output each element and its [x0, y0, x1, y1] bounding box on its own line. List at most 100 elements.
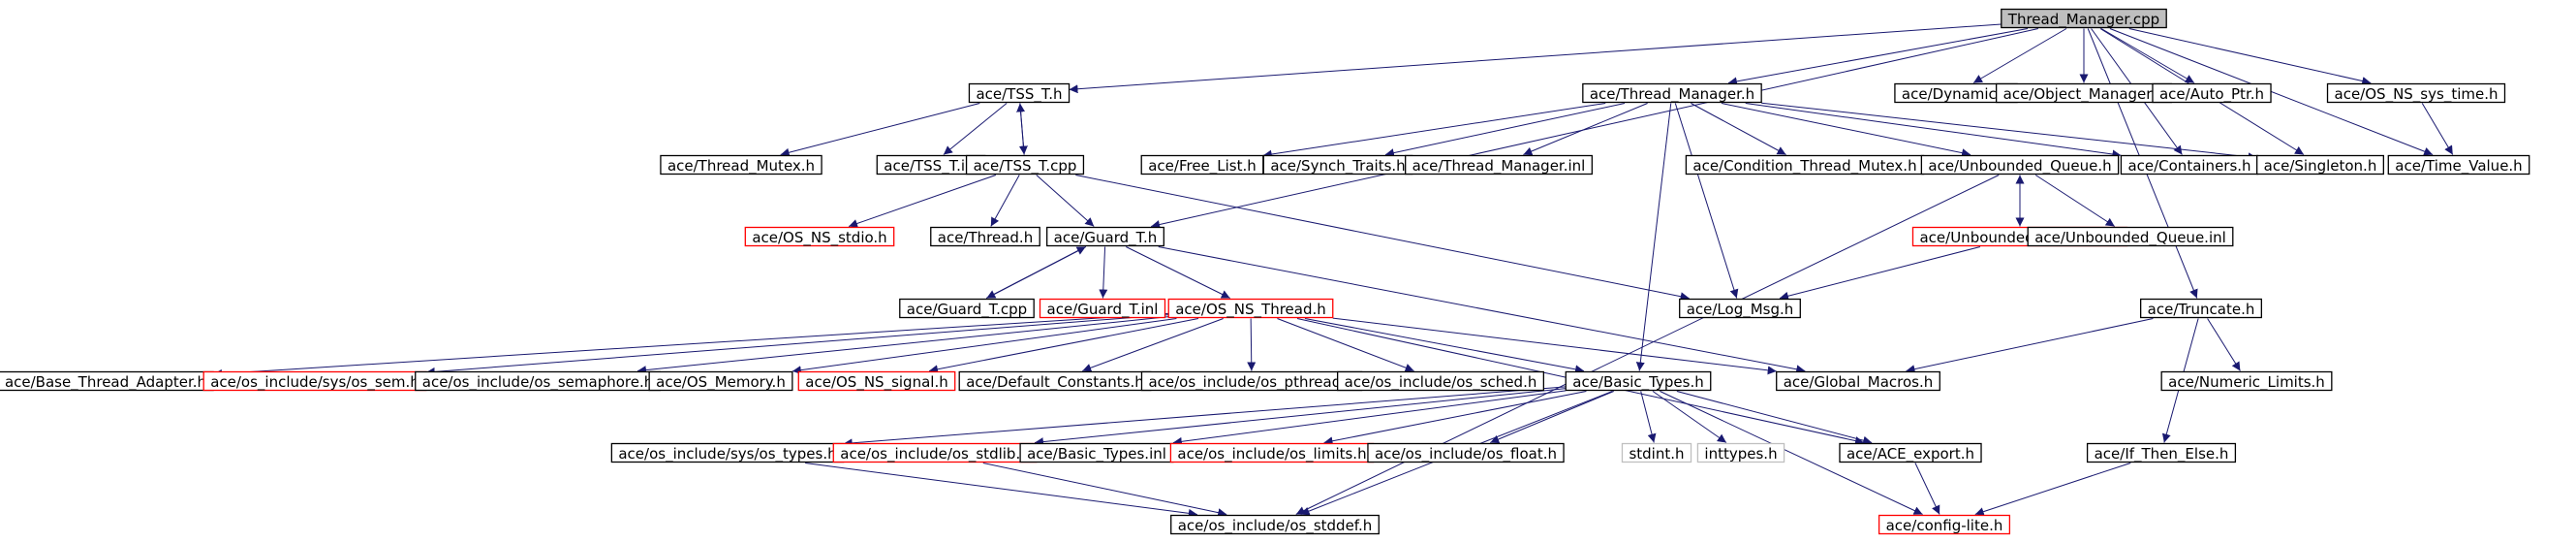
node-box — [2027, 226, 2234, 247]
node-os-memory-h[interactable]: ace/OS_Memory.h — [648, 370, 793, 393]
node-label: ace/Object_Manager.h — [2003, 85, 2165, 104]
node-thread-h[interactable]: ace/Thread.h — [930, 226, 1040, 247]
node-label: ace/ACE_export.h — [1847, 445, 1974, 463]
node-box — [2326, 82, 2506, 104]
edge-thread-manager-h-to-thread-manager-inl — [1523, 103, 1648, 156]
node-log-msg-h[interactable]: ace/Log_Msg.h — [1679, 298, 1801, 320]
node-os-ns-stdio-h[interactable]: ace/OS_NS_stdio.h — [744, 226, 895, 248]
edge-root-to-guard-t-h — [1151, 28, 2038, 229]
node-synch-traits-h[interactable]: ace/Synch_Traits.h — [1262, 154, 1413, 176]
node-if-then-else-h[interactable]: ace/If_Then_Else.h — [2086, 442, 2237, 464]
node-os-pthread-h[interactable]: ace/os_include/os_pthread.h — [1140, 370, 1363, 393]
node-guard-t-cpp[interactable]: ace/Guard_T.cpp — [899, 298, 1035, 320]
node-guard-t-h[interactable]: ace/Guard_T.h — [1046, 226, 1164, 248]
node-label: ace/TSS_T.inl — [884, 157, 978, 176]
edge-os-ns-thread-h-to-base-thread-adapter-h — [213, 312, 1169, 378]
node-box — [965, 154, 1085, 176]
edge-basic-types-h-to-config-lite-h — [1660, 391, 1923, 515]
node-label: ace/OS_NS_signal.h — [805, 373, 947, 392]
node-label: ace/Dynamic.h — [1902, 85, 2010, 103]
node-ace-export-h[interactable]: ace/ACE_export.h — [1839, 442, 1982, 464]
node-box — [1170, 514, 1380, 535]
node-os-float-h[interactable]: ace/os_include/os_float.h — [1367, 442, 1565, 464]
node-box — [2152, 82, 2272, 104]
node-singleton-h[interactable]: ace/Singleton.h — [2256, 154, 2384, 176]
edge-os-ns-thread-h-to-os-ns-signal-h — [928, 318, 1199, 374]
node-label: ace/Default_Constants.h — [966, 373, 1144, 392]
node-thread-mutex-h[interactable]: ace/Thread_Mutex.h — [660, 154, 822, 176]
node-os-stddef-h[interactable]: ace/os_include/os_stddef.h — [1170, 514, 1380, 536]
node-default-constants-h[interactable]: ace/Default_Constants.h — [958, 370, 1152, 393]
node-object-manager-h[interactable]: ace/Object_Manager.h — [1995, 82, 2173, 105]
node-condition-thread-mutex-h[interactable]: ace/Condition_Thread_Mutex.h — [1685, 154, 1925, 176]
node-os-sem-h[interactable]: ace/os_include/sys/os_sem.h — [202, 370, 427, 393]
node-label: Thread_Manager.cpp — [2007, 11, 2159, 29]
node-label: ace/config-lite.h — [1886, 517, 2003, 534]
node-label: ace/os_include/os_sched.h — [1345, 373, 1537, 392]
node-guard-t-inl[interactable]: ace/Guard_T.inl — [1039, 298, 1166, 320]
node-unbounded-queue-h[interactable]: ace/Unbounded_Queue.h — [1920, 154, 2120, 176]
node-stdint-h[interactable]: stdint.h — [1621, 442, 1692, 463]
edge-tss-t-cpp-to-guard-t-h — [1036, 175, 1095, 227]
node-label: ace/Truncate.h — [2148, 301, 2255, 318]
node-auto-ptr-h[interactable]: ace/Auto_Ptr.h — [2152, 82, 2272, 105]
node-base-thread-adapter-h[interactable]: ace/Base_Thread_Adapter.h — [0, 370, 214, 393]
node-os-limits-h[interactable]: ace/os_include/os_limits.h — [1169, 442, 1375, 464]
node-label: ace/OS_NS_sys_time.h — [2335, 85, 2498, 104]
node-tss-t-cpp[interactable]: ace/TSS_T.cpp — [965, 154, 1085, 176]
edge-basic-types-h-to-os-types-h — [843, 386, 1567, 448]
node-tss-t-h[interactable]: ace/TSS_T.h — [968, 82, 1071, 105]
edge-ace-export-h-to-config-lite-h — [1914, 463, 1940, 515]
node-box — [1920, 154, 2120, 176]
edge-os-ns-thread-h-to-global-macros-h — [1332, 317, 1777, 375]
node-label: ace/OS_NS_Thread.h — [1175, 301, 1326, 319]
edge-tss-t-h-to-thread-mutex-h — [780, 103, 980, 157]
node-label: ace/If_Then_Else.h — [2095, 445, 2229, 463]
node-basic-types-h[interactable]: ace/Basic_Types.h — [1565, 370, 1712, 393]
node-os-semaphore-h[interactable]: ace/os_include/os_semaphore.h — [415, 370, 661, 393]
node-label: ace/os_include/os_semaphore.h — [422, 373, 654, 392]
node-dynamic-h[interactable]: ace/Dynamic.h — [1894, 82, 2018, 104]
node-thread-manager-h[interactable]: ace/Thread_Manager.h — [1582, 82, 1762, 105]
edge-basic-types-h-to-os-float-h — [1490, 391, 1614, 444]
edge-root-to-dynamic-h — [1972, 28, 2067, 83]
node-label: ace/Basic_Types.inl — [1027, 445, 1166, 463]
node-inttypes-h[interactable]: inttypes.h — [1696, 442, 1785, 463]
node-label: ace/Synch_Traits.h — [1270, 157, 1405, 176]
node-label: ace/Log_Msg.h — [1687, 301, 1794, 319]
node-unbounded-queue-inl[interactable]: ace/Unbounded_Queue.inl — [2027, 226, 2234, 248]
node-box — [1679, 298, 1801, 319]
edge-os-ns-thread-h-to-basic-types-h — [1304, 318, 1585, 374]
node-time-value-h[interactable]: ace/Time_Value.h — [2387, 154, 2530, 176]
node-basic-types-inl[interactable]: ace/Basic_Types.inl — [1019, 442, 1174, 464]
node-os-ns-thread-h[interactable]: ace/OS_NS_Thread.h — [1167, 298, 1334, 320]
node-label: ace/os_include/sys/os_types.h — [618, 445, 836, 463]
node-label: ace/Auto_Ptr.h — [2159, 85, 2264, 104]
node-label: ace/Free_List.h — [1148, 157, 1257, 176]
node-truncate-h[interactable]: ace/Truncate.h — [2140, 298, 2262, 319]
node-free-list-h[interactable]: ace/Free_List.h — [1140, 154, 1264, 176]
node-box — [1696, 442, 1785, 463]
node-thread-manager-inl[interactable]: ace/Thread_Manager.inl — [1405, 154, 1593, 176]
node-label: ace/Thread_Manager.inl — [1412, 157, 1586, 176]
node-os-stdlib-h[interactable]: ace/os_include/os_stdlib.h — [832, 442, 1038, 464]
node-box — [744, 226, 895, 247]
node-label: ace/OS_NS_stdio.h — [752, 229, 886, 247]
node-os-ns-sys-time-h[interactable]: ace/OS_NS_sys_time.h — [2326, 82, 2506, 105]
node-box — [1565, 370, 1712, 392]
node-box — [1839, 442, 1982, 463]
node-root: Thread_Manager.cpp — [2001, 8, 2167, 29]
node-os-types-h[interactable]: ace/os_include/sys/os_types.h — [610, 442, 845, 464]
edge-basic-types-h-to-stdint-h — [1640, 391, 1657, 443]
node-global-macros-h[interactable]: ace/Global_Macros.h — [1776, 370, 1940, 393]
edge-truncate-h-to-global-macros-h — [1906, 318, 2154, 374]
node-box — [2001, 8, 2167, 29]
node-label: ace/Containers.h — [2127, 157, 2250, 175]
node-numeric-limits-h[interactable]: ace/Numeric_Limits.h — [2160, 370, 2333, 393]
node-label: ace/os_include/os_float.h — [1375, 445, 1557, 463]
node-containers-h[interactable]: ace/Containers.h — [2120, 154, 2259, 176]
node-box — [1776, 370, 1940, 392]
node-os-sched-h[interactable]: ace/os_include/os_sched.h — [1336, 370, 1545, 393]
node-config-lite-h[interactable]: ace/config-lite.h — [1878, 514, 2011, 535]
node-os-ns-signal-h[interactable]: ace/OS_NS_signal.h — [797, 370, 956, 393]
